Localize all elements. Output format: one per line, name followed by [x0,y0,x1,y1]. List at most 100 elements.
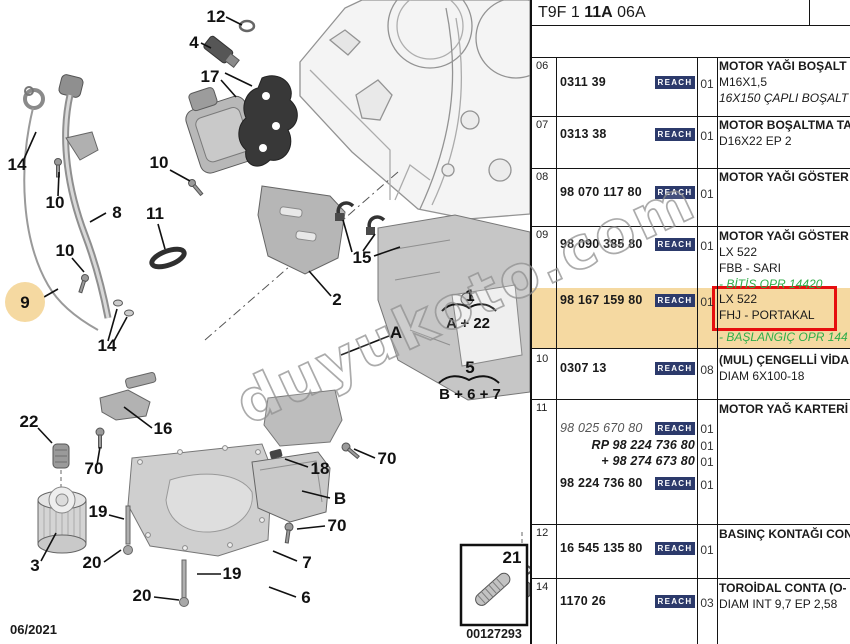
part-desc: (MUL) ÇENGELLİ VİDA [719,353,849,367]
part-callout-highlighted[interactable]: 9 [20,293,29,312]
part-desc: MOTOR BOŞALTMA TA [719,118,850,132]
group-braces [438,303,500,384]
part-callout[interactable]: 1 [465,286,474,305]
oil-sensor-drawing [203,19,256,69]
reach-badge[interactable]: REACH [655,186,695,199]
row-pos: 09 [536,229,549,241]
part-qty: 01 [700,455,714,469]
reach-badge[interactable]: REACH [655,422,695,435]
part-callout[interactable]: 10 [56,241,75,260]
part-desc-validity: - BAŞLANGIÇ OPR 144 [719,330,848,344]
part-ref-replacement[interactable]: RP 98 224 736 80 [591,438,695,452]
drawing-code: 00127293 [466,627,522,641]
grid-line [532,348,850,349]
part-callout[interactable]: 15 [353,248,372,267]
part-ref[interactable]: 1170 26 [560,594,606,608]
part-ref[interactable]: 98 090 385 80 [560,237,643,251]
header-divider [809,0,810,25]
part-ref[interactable]: 0307 13 [560,361,607,375]
part-callout[interactable]: 19 [223,564,242,583]
part-callout[interactable]: 7 [302,553,311,572]
part-callout[interactable]: 70 [85,459,104,478]
grid-line [532,578,850,579]
code-prefix: T9F 1 [538,4,585,21]
part-qty: 01 [700,77,714,91]
part-ref[interactable]: 16 545 135 80 [560,541,643,555]
part-callout[interactable]: 12 [207,7,226,26]
grid-line [556,57,557,644]
reach-badge[interactable]: REACH [655,238,695,251]
part-callout[interactable]: 14 [98,336,117,355]
part-ref[interactable]: 0313 38 [560,127,607,141]
part-ref-old[interactable]: 98 025 670 80 [560,421,643,435]
part-desc: LX 522 [719,245,758,259]
part-callout[interactable]: 70 [378,449,397,468]
view-label-a: A [390,323,402,342]
part-callout[interactable]: 22 [20,412,39,431]
part-ref-highlighted[interactable]: 98 167 159 80 [560,293,643,307]
part-desc-boxed: LX 522 [719,292,758,306]
grid-line [697,57,698,644]
exploded-diagram: 12 4 17 14 10 10 8 11 10 9 14 15 2 1 A +… [5,0,530,627]
part-callout[interactable]: 2 [332,290,341,309]
part-desc: DIAM 6X100-18 [719,369,805,383]
grid-line [532,524,850,525]
grid-line [532,399,850,400]
part-qty: 01 [700,478,714,492]
part-desc: MOTOR YAĞI GÖSTER [719,229,849,243]
part-qty: 01 [700,187,714,201]
part-ref[interactable]: 98 224 736 80 [560,476,643,490]
grid-line [532,25,850,26]
stud-nut-drawings [123,505,189,607]
part-callout[interactable]: 5 [465,358,474,377]
part-ref-replacement[interactable]: + 98 274 673 80 [601,454,695,468]
part-callout[interactable]: 6 [301,588,310,607]
baffle-plate-drawing [257,185,346,275]
part-callout[interactable]: 14 [8,155,27,174]
part-callout[interactable]: 8 [112,203,121,222]
part-callout[interactable]: 10 [46,193,65,212]
reach-badge[interactable]: REACH [655,128,695,141]
oil-cooler-drawing [185,75,298,174]
part-qty: 08 [700,363,714,377]
part-desc: MOTOR YAĞI BOŞALT [719,59,847,73]
code-bold: 11A [584,4,613,21]
part-callout[interactable]: 70 [328,516,347,535]
dipstick-tube-drawing [58,74,112,319]
part-desc: TOROİDAL CONTA (O- [719,581,847,595]
bracket-drawing [95,371,157,449]
part-callout[interactable]: 4 [189,33,199,52]
part-callout[interactable]: 11 [146,204,164,223]
part-desc: MOTOR YAĞ KARTERİ [719,402,849,416]
part-callout[interactable]: 16 [154,419,173,438]
inset-callout-21[interactable]: 21 [503,548,522,567]
part-desc-validity: - BİTİS OPR 14420 [719,277,823,291]
leader-lines [23,16,401,601]
part-callout[interactable]: 20 [133,586,152,605]
grid-line [532,116,850,117]
oil-filter-drawing [37,443,87,554]
reach-badge[interactable]: REACH [655,477,695,490]
view-label-b: B [334,489,346,508]
reach-badge[interactable]: REACH [655,294,695,307]
part-ref[interactable]: 0311 39 [560,75,606,89]
reach-badge[interactable]: REACH [655,362,695,375]
row-pos: 11 [536,402,548,414]
part-callout[interactable]: 3 [30,556,39,575]
reach-badge[interactable]: REACH [655,76,695,89]
inset-stud-box [459,543,529,627]
part-callout[interactable]: 20 [83,553,102,572]
part-qty: 01 [700,295,714,309]
part-ref[interactable]: 98 070 117 80 [560,185,642,199]
reach-badge[interactable]: REACH [655,542,695,555]
row-pos: 07 [536,119,549,131]
diagram-date: 06/2021 [10,622,57,637]
selected-part-red-box[interactable] [712,286,837,331]
part-callout[interactable]: 19 [89,502,108,521]
code-suffix: 06A [612,4,646,21]
part-callout[interactable]: 17 [201,67,220,86]
part-callout[interactable]: 18 [311,459,330,478]
callout-9-highlight [5,282,45,322]
reach-badge[interactable]: REACH [655,595,695,608]
part-callout[interactable]: 10 [150,153,169,172]
